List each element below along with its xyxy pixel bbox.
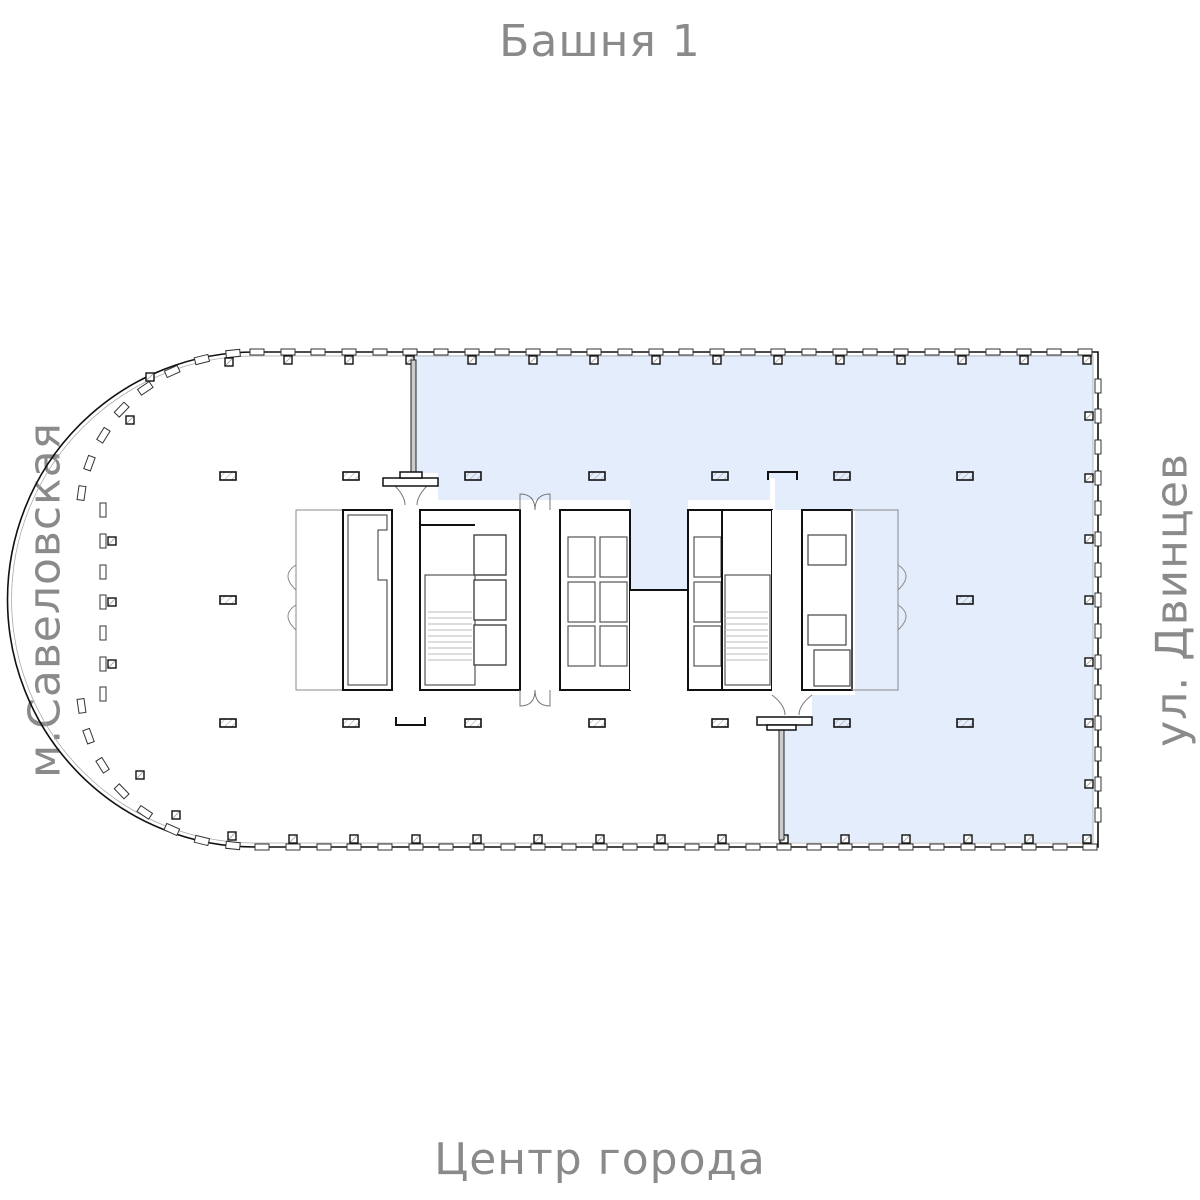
link-corridor (630, 590, 688, 690)
structural-columns (219, 471, 974, 728)
west-facade-mullions (76, 348, 241, 851)
west-core (287, 471, 631, 707)
partition-wall-north (410, 359, 417, 476)
orientation-label-south: Центр города (434, 1134, 766, 1185)
highlighted-area[interactable] (413, 355, 1093, 842)
partition-wall-south (778, 724, 785, 841)
east-core (687, 509, 907, 731)
tower-title: Башня 1 (499, 16, 701, 67)
